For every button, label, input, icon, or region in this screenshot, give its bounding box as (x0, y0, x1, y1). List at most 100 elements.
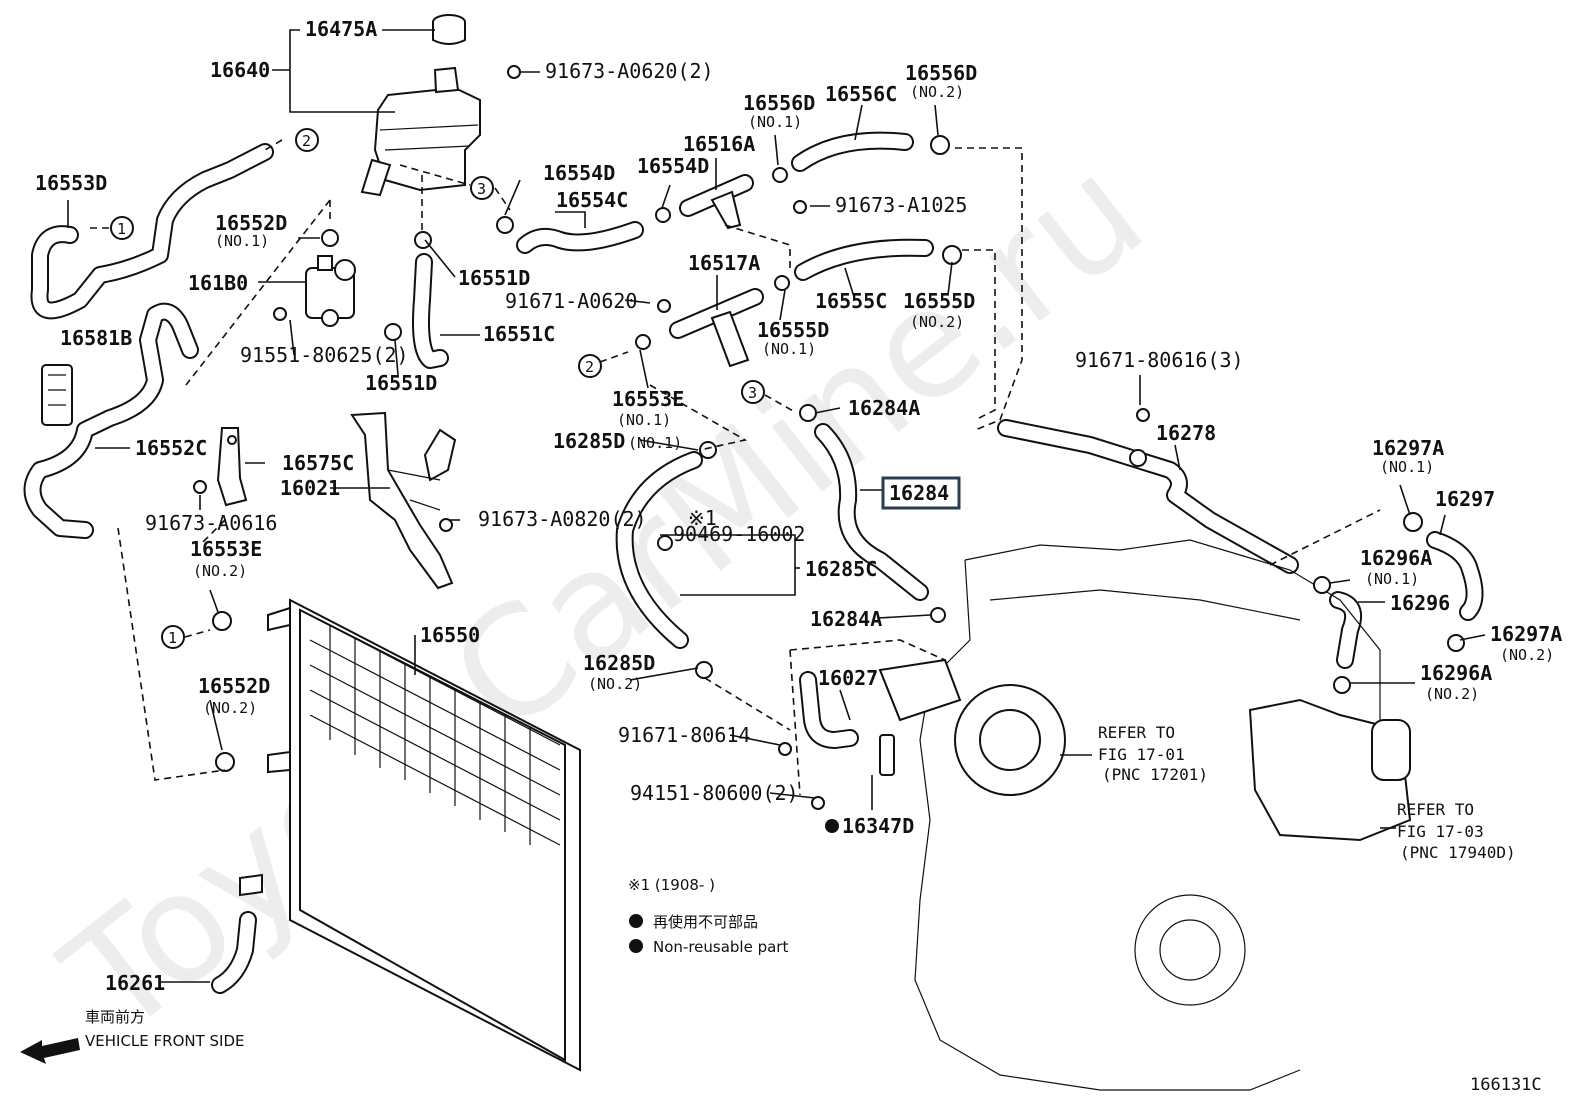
refer-note-line1: REFER TO (1397, 800, 1474, 819)
label-16285C[interactable]: 16285C (805, 557, 877, 581)
label-16284A[interactable]: 16284A (810, 607, 882, 631)
label-16296A-no2[interactable]: 16296A (1420, 661, 1492, 685)
pipe-16278 (997, 419, 1299, 574)
label-16556D-no2[interactable]: 16556D (905, 61, 977, 85)
callout-circles: 2 1 3 2 3 1 (110, 128, 765, 649)
legend-dot (629, 939, 643, 953)
label-16021[interactable]: 16021 (280, 476, 340, 500)
label-16553E-no1-sub: (NO.1) (617, 411, 671, 429)
dashed-lines (90, 139, 1381, 796)
label-16640[interactable]: 16640 (210, 58, 270, 82)
label-91671-80614[interactable]: 91671-80614 (618, 723, 750, 747)
label-161B0[interactable]: 161B0 (188, 271, 248, 295)
reservoir-cap (432, 14, 466, 45)
callout-2: 2 (585, 358, 594, 376)
label-16551C[interactable]: 16551C (483, 322, 555, 346)
refer-note-line2: FIG 17-03 (1397, 822, 1484, 841)
label-16575C[interactable]: 16575C (282, 451, 354, 475)
hose-16553D (30, 143, 274, 320)
refer-note-2[interactable]: REFER TO FIG 17-03 (PNC 17940D) (1397, 800, 1516, 862)
label-16556C[interactable]: 16556C (825, 82, 897, 106)
label-16296A-no2-sub: (NO.2) (1425, 685, 1479, 703)
label-16555C[interactable]: 16555C (815, 289, 887, 313)
label-91673-A0820[interactable]: 91673-A0820(2) (478, 507, 647, 531)
label-16347D[interactable]: 16347D (842, 814, 914, 838)
part-labels: 16475A 16640 91673-A0620(2) 16553D 16552… (35, 17, 1562, 995)
label-91671-A0620[interactable]: 91671-A0620 (505, 289, 637, 313)
water-pump (878, 658, 1066, 796)
refer-note-line3: (PNC 17940D) (1400, 843, 1516, 862)
hose-16552C (23, 302, 199, 539)
label-16284-highlighted[interactable]: 16284 (889, 481, 949, 505)
label-16552D-no2[interactable]: 16552D (198, 674, 270, 698)
label-16475A[interactable]: 16475A (305, 17, 377, 41)
label-16553E-no2[interactable]: 16553E (190, 537, 262, 561)
label-16581B[interactable]: 16581B (60, 326, 132, 350)
hose-16285C (615, 451, 703, 649)
label-90469-mark: ※1 (688, 506, 717, 530)
hose-16284 (814, 423, 929, 601)
refer-note-1[interactable]: REFER TO FIG 17-01 (PNC 17201) (1098, 723, 1208, 784)
label-16296[interactable]: 16296 (1390, 591, 1450, 615)
label-16554C[interactable]: 16554C (556, 188, 628, 212)
legend-dot (629, 914, 643, 928)
label-16551D[interactable]: 16551D (365, 371, 437, 395)
label-16297[interactable]: 16297 (1435, 487, 1495, 511)
label-16553E-no2-sub: (NO.2) (193, 562, 247, 580)
label-16551D[interactable]: 16551D (458, 266, 530, 290)
direction-jp: 車両前方 (85, 1008, 145, 1026)
label-16552D-no1[interactable]: 16552D (215, 211, 287, 235)
hose-16261 (211, 911, 257, 994)
pipe-16517A (669, 288, 764, 368)
direction-en: VEHICLE FRONT SIDE (85, 1032, 245, 1050)
pipe-16027 (799, 671, 859, 749)
label-16296A-no1[interactable]: 16296A (1360, 546, 1432, 570)
label-16284A[interactable]: 16284A (848, 396, 920, 420)
hose-16554C (516, 221, 644, 254)
label-16553E-no1[interactable]: 16553E (612, 387, 684, 411)
egr-cooler (1248, 698, 1412, 842)
label-16297A-no2-sub: (NO.2) (1500, 646, 1554, 664)
clamp (212, 135, 1465, 772)
callout-3: 3 (477, 180, 486, 198)
label-16516A[interactable]: 16516A (683, 132, 755, 156)
label-16556D-no1[interactable]: 16556D (743, 91, 815, 115)
label-16285D-no1[interactable]: 16285D (553, 429, 625, 453)
label-16297A-no1-sub: (NO.1) (1380, 458, 1434, 476)
legend-non-reusable-en: Non-reusable part (653, 938, 788, 956)
sensor-16581B (41, 364, 73, 426)
label-16285D-no2[interactable]: 16285D (583, 651, 655, 675)
label-91671-80616[interactable]: 91671-80616(3) (1075, 348, 1244, 372)
front-arrow-icon (20, 1038, 80, 1064)
label-91673-A1025[interactable]: 91673-A1025 (835, 193, 967, 217)
label-16552C[interactable]: 16552C (135, 436, 207, 460)
label-16555D-no1[interactable]: 16555D (757, 318, 829, 342)
label-16517A[interactable]: 16517A (688, 251, 760, 275)
label-91673-A0616[interactable]: 91673-A0616 (145, 511, 277, 535)
label-16278[interactable]: 16278 (1156, 421, 1216, 445)
legend-non-reusable-jp: 再使用不可部品 (653, 913, 758, 931)
label-94151-80600[interactable]: 94151-80600(2) (630, 781, 799, 805)
label-16554D[interactable]: 16554D (543, 161, 615, 185)
highlight-box (881, 476, 961, 510)
callout-1: 1 (168, 629, 177, 647)
label-90469-16002[interactable]: 90469-16002 (673, 522, 805, 546)
watermark: ToyotaCarMine.ru (34, 124, 1175, 1068)
label-16550[interactable]: 16550 (420, 623, 480, 647)
label-16027[interactable]: 16027 (818, 666, 878, 690)
label-16555D-no2[interactable]: 16555D (903, 289, 975, 313)
label-16285D-no2-sub: (NO.2) (588, 675, 642, 693)
refer-note-line2: FIG 17-01 (1098, 745, 1185, 764)
label-91551-80625[interactable]: 91551-80625(2) (240, 343, 409, 367)
label-16261[interactable]: 16261 (105, 971, 165, 995)
radiator-16550 (239, 598, 581, 1072)
label-16297A-no2[interactable]: 16297A (1490, 622, 1562, 646)
label-16554D[interactable]: 16554D (637, 154, 709, 178)
label-16297A-no1[interactable]: 16297A (1372, 436, 1444, 460)
label-16553D[interactable]: 16553D (35, 171, 107, 195)
label-16556D-no1-sub: (NO.1) (748, 113, 802, 131)
label-91673-A0620[interactable]: 91673-A0620(2) (545, 59, 714, 83)
reservoir-tank (360, 66, 481, 197)
